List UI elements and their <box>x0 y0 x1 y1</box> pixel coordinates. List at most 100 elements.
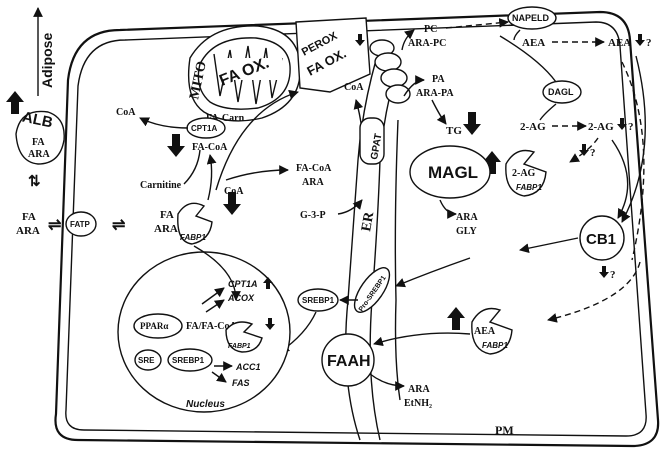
dagl-label: DAGL <box>548 87 574 97</box>
to-cpt1a-gene-arrow <box>201 287 225 305</box>
cb1-feedback-dashed <box>621 61 645 261</box>
cpt1a-gene: CPT1A <box>228 279 258 289</box>
pa-to-tg-arrow <box>431 99 447 125</box>
cb1-to-fabp-aea-arrow <box>547 261 641 323</box>
er-label: ER <box>359 210 377 233</box>
fatp-transporter <box>65 211 97 237</box>
ara-pc-label: ARA-PC <box>408 38 446 49</box>
pc-to-napeld-arrow <box>445 17 509 29</box>
g3p-label: G-3-P <box>300 210 326 221</box>
ara-pa-label: ARA-PA <box>416 88 454 99</box>
carnitine-label: Carnitine <box>140 180 182 191</box>
equilibrium-arrows-2: ⇌ <box>112 217 125 234</box>
cyto-fa: FA <box>160 209 174 221</box>
fabp1-cyto <box>177 202 213 245</box>
fa-carn-label: FA-Carn <box>206 113 245 124</box>
magl-to-ara-arrow <box>439 199 457 219</box>
two-ag-fabp-q: ? <box>590 147 596 159</box>
two-ag2-q: ? <box>628 121 634 133</box>
srebp1-nucleus-label: SREBP1 <box>172 356 205 365</box>
fabp1-nucleus <box>225 321 263 353</box>
to-perox-arrow <box>215 89 299 191</box>
albumin: ALB FA ARA <box>15 108 65 165</box>
peroxisome <box>295 17 371 93</box>
coa-left: CoA <box>116 107 136 118</box>
magl-label: MAGL <box>428 163 478 182</box>
fabp1-2ag <box>505 149 547 197</box>
cb1-down-arrow <box>599 266 609 278</box>
alb-ara: ARA <box>28 149 50 160</box>
napeld-label: NAPELD <box>512 13 550 23</box>
fatp-label: FATP <box>70 220 91 229</box>
pc-to-dagl-path <box>499 35 557 83</box>
fabp1-aea-label: FABP1 <box>482 341 508 350</box>
nucleus-label: Nucleus <box>186 399 225 410</box>
plasma-membrane-outer <box>54 10 660 448</box>
aea2-to-cb1-arrow <box>621 55 646 223</box>
acc1-gene: ACC1 <box>235 362 261 372</box>
napeld-enzyme <box>507 6 557 30</box>
dagl-enzyme <box>542 80 582 104</box>
coa-mid: CoA <box>224 186 244 197</box>
magl-enzyme <box>409 145 491 199</box>
faah-to-products-arrow <box>369 373 405 391</box>
plasma-membrane-inner <box>65 21 647 437</box>
sre-label: SRE <box>138 356 155 365</box>
two-ag3-label: 2-AG <box>512 168 536 179</box>
alb-label: ALB <box>21 108 55 131</box>
napeld-to-aea-arrow <box>513 29 521 41</box>
ppara-label: PPARα <box>140 321 168 331</box>
fabp1-aea <box>471 307 513 355</box>
equilibrium-arrows-vertical: ⇅ <box>28 174 41 190</box>
magl-ara: ARA <box>456 212 478 223</box>
equilibrium-arrows-1: ⇌ <box>48 217 61 234</box>
pc-label: PC <box>424 24 437 35</box>
tg-label: TG <box>446 125 462 137</box>
fa-facoa-label: FA/FA-CoA <box>186 321 238 332</box>
to-pa-arrow <box>403 75 425 97</box>
g3p-to-gpat-arrow <box>337 199 363 215</box>
free-ara: ARA <box>16 225 40 237</box>
free-fa: FA <box>22 211 36 223</box>
fabp1-2ag-label: FABP1 <box>516 183 542 192</box>
coa-er: CoA <box>344 82 364 93</box>
fabp1-cyto-label: FABP1 <box>180 233 206 242</box>
to-acox-gene-arrow <box>205 299 225 313</box>
fa-to-nucleus-arrow <box>193 245 241 301</box>
cell-to-prosrebp-arrow <box>395 257 471 288</box>
alb-up-arrow <box>6 91 24 114</box>
aea2-down-arrow <box>635 34 645 46</box>
fa-to-facoa-path <box>206 154 217 201</box>
pm-label: PM <box>495 423 514 437</box>
endoplasmic-reticulum <box>345 39 411 441</box>
dagl-to-2ag-path <box>539 103 557 121</box>
to-fas-gene-arrow <box>211 371 227 383</box>
to-facoa-ara-arrow <box>225 165 289 181</box>
gpat-box <box>359 117 385 165</box>
fa-coa-label: FA-CoA <box>192 142 228 153</box>
adipose-label: Adipose <box>39 33 55 88</box>
tg-down-arrow <box>463 112 481 135</box>
faah-label: FAAH <box>327 353 371 370</box>
cpt1a-to-coa-arrow <box>139 117 189 129</box>
fabp1-nucleus-label: FABP1 <box>228 343 251 350</box>
cpt1a-label: CPT1A <box>191 124 217 133</box>
facoa-ara-2: ARA <box>302 177 324 188</box>
alb-fa: FA <box>32 137 45 148</box>
srebp1-cyto <box>297 288 339 312</box>
to-pc-arrow <box>401 29 415 51</box>
faah-ara: ARA <box>408 384 430 395</box>
magl-gly: GLY <box>456 226 478 237</box>
pa-label: PA <box>432 74 445 85</box>
fas-gene: FAS <box>232 378 250 388</box>
cyto-ara: ARA <box>154 223 178 235</box>
pro-srebp1 <box>353 267 391 313</box>
srebp1-cyto-label: SREBP1 <box>302 296 335 305</box>
faah-etnh2: EtNH₂ <box>404 398 432 409</box>
aea-label: AEA <box>522 37 545 49</box>
srebp1-nucleus <box>167 348 213 372</box>
acox-gene: ACOX <box>227 293 255 303</box>
aea-fabp-up-arrow <box>447 307 465 330</box>
